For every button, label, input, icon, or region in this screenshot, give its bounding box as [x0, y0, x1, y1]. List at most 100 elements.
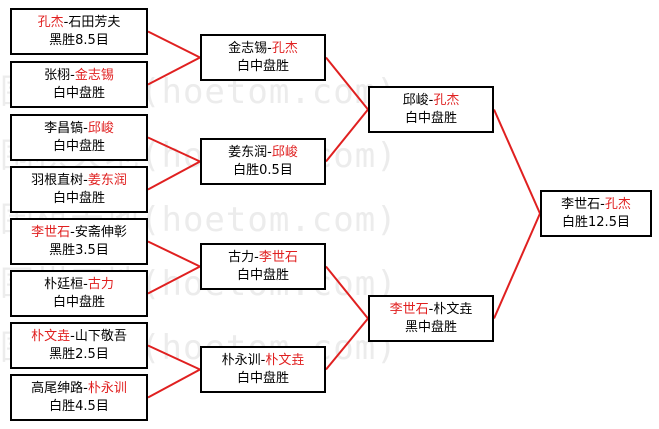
- player-separator: -: [260, 352, 266, 368]
- connector-line: [147, 240, 201, 268]
- player-name: 姜东润: [228, 144, 268, 160]
- match-result: 黑中盘胜: [404, 319, 457, 335]
- player-name: 古力: [228, 249, 255, 265]
- player-separator: -: [83, 380, 88, 396]
- match-box: 朴廷桓-古力白中盘胜: [10, 270, 148, 317]
- match-box: 李世石-朴文垚黑中盘胜: [368, 295, 494, 342]
- player-name: 李世石: [561, 196, 601, 212]
- player-name: 孔杰: [37, 14, 64, 30]
- player-name: 朴永训: [221, 352, 261, 368]
- match-players: 朴廷桓-古力: [44, 276, 114, 294]
- match-result: 白胜12.5目: [562, 214, 630, 230]
- match-box: 张栩-金志锡白中盘胜: [10, 61, 148, 108]
- match-result: 白中盘胜: [236, 267, 289, 283]
- match-box: 古力-李世石白中盘胜: [200, 243, 326, 290]
- match-box: 高尾绅路-朴永训白胜4.5目: [10, 374, 148, 421]
- match-result: 白中盘胜: [236, 58, 289, 74]
- player-name: 安斋伸彰: [74, 224, 127, 240]
- match-players: 李世石-安斋伸彰: [31, 224, 127, 242]
- match-box: 朴永训-朴文垚白中盘胜: [200, 346, 326, 393]
- connector-line: [325, 108, 369, 163]
- match-players: 姜东润-邱峻: [228, 144, 298, 162]
- match-box: 李昌镐-邱峻白中盘胜: [10, 114, 148, 161]
- player-name: 山下敬吾: [74, 328, 127, 344]
- match-players: 羽根直树-姜东润: [31, 172, 127, 190]
- player-name: 金志锡: [228, 40, 268, 56]
- match-players: 邱峻-孔杰: [403, 92, 460, 110]
- connector-line: [147, 368, 201, 399]
- player-name: 张栩: [44, 67, 71, 83]
- player-separator: -: [70, 328, 75, 344]
- match-result: 白中盘胜: [52, 190, 105, 206]
- player-name: 朴文垚: [31, 328, 71, 344]
- match-box: 金志锡-孔杰白中盘胜: [200, 34, 326, 81]
- player-name: 朴廷桓: [44, 276, 84, 292]
- match-result: 白胜4.5目: [49, 398, 109, 414]
- match-result: 黑胜2.5目: [49, 346, 109, 362]
- player-separator: -: [83, 172, 88, 188]
- match-result: 白胜0.5目: [233, 162, 293, 178]
- player-name: 邱峻: [271, 144, 298, 160]
- player-name: 姜东润: [87, 172, 127, 188]
- player-separator: -: [83, 276, 88, 292]
- match-box: 李世石-孔杰白胜12.5目: [540, 190, 652, 237]
- connector-line: [147, 344, 201, 371]
- connector-line: [147, 136, 201, 163]
- connector-line: [325, 317, 369, 371]
- match-players: 高尾绅路-朴永训: [31, 380, 127, 398]
- player-name: 李世石: [389, 301, 429, 317]
- match-players: 张栩-金志锡: [44, 67, 114, 85]
- player-separator: -: [70, 224, 75, 240]
- match-box: 李世石-安斋伸彰黑胜3.5目: [10, 218, 148, 265]
- match-box: 姜东润-邱峻白胜0.5目: [200, 138, 326, 185]
- player-name: 李昌镐: [44, 120, 84, 136]
- match-result: 白中盘胜: [404, 110, 457, 126]
- player-name: 孔杰: [604, 196, 631, 212]
- player-separator: -: [63, 14, 69, 30]
- connector-line: [147, 30, 201, 59]
- player-name: 孔杰: [433, 92, 460, 108]
- match-players: 李昌镐-邱峻: [44, 120, 114, 138]
- player-name: 邱峻: [87, 120, 114, 136]
- match-box: 朴文垚-山下敬吾黑胜2.5目: [10, 322, 148, 369]
- player-name: 李世石: [31, 224, 71, 240]
- player-separator: -: [428, 301, 434, 317]
- player-name: 羽根直树: [31, 172, 84, 188]
- match-players: 李世石-孔杰: [561, 196, 631, 214]
- connector-line: [325, 265, 369, 320]
- player-name: 高尾绅路: [31, 380, 84, 396]
- match-result: 黑胜3.5目: [49, 242, 109, 258]
- match-players: 孔杰-石田芳夫: [38, 14, 121, 32]
- match-result: 白中盘胜: [52, 294, 105, 310]
- player-name: 朴永训: [87, 380, 127, 396]
- match-players: 李世石-朴文垚: [390, 301, 473, 319]
- match-players: 金志锡-孔杰: [228, 40, 298, 58]
- player-name: 金志锡: [74, 67, 114, 83]
- player-separator: -: [428, 92, 434, 108]
- player-separator: -: [70, 67, 75, 83]
- connector-line: [147, 160, 201, 191]
- match-box: 邱峻-孔杰白中盘胜: [368, 86, 494, 133]
- connector-line: [493, 213, 541, 319]
- player-name: 朴文垚: [433, 301, 473, 317]
- connector-line: [493, 109, 541, 214]
- match-players: 朴永训-朴文垚: [222, 352, 305, 370]
- match-box: 孔杰-石田芳夫黑胜8.5目: [10, 8, 148, 55]
- player-name: 石田芳夫: [68, 14, 121, 30]
- match-result: 白中盘胜: [52, 138, 105, 154]
- player-separator: -: [267, 40, 272, 56]
- player-name: 古力: [87, 276, 114, 292]
- match-result: 白中盘胜: [52, 85, 105, 101]
- match-players: 古力-李世石: [228, 249, 298, 267]
- match-result: 黑胜8.5目: [49, 32, 109, 48]
- match-box: 羽根直树-姜东润白中盘胜: [10, 166, 148, 213]
- player-separator: -: [254, 249, 259, 265]
- connector-line: [147, 265, 201, 295]
- player-separator: -: [267, 144, 272, 160]
- player-name: 孔杰: [271, 40, 298, 56]
- player-separator: -: [83, 120, 88, 136]
- player-name: 邱峻: [402, 92, 429, 108]
- match-players: 朴文垚-山下敬吾: [31, 328, 127, 346]
- match-result: 白中盘胜: [236, 370, 289, 386]
